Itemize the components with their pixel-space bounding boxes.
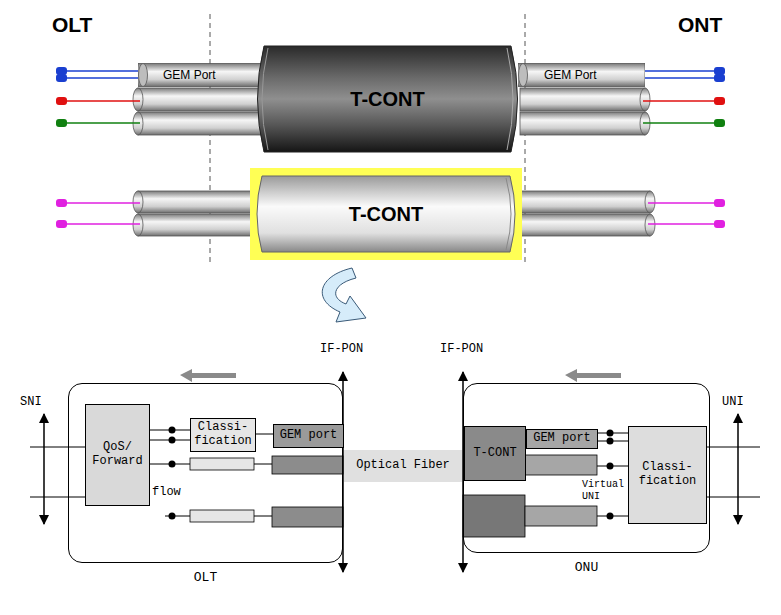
interface-label: IF-PON — [440, 343, 483, 357]
node-label: T-CONT — [473, 447, 516, 461]
optical-fiber-band: Optical Fiber — [344, 450, 462, 482]
pipe-end — [139, 64, 148, 87]
gem-port-pipe: GEM Port — [518, 63, 645, 87]
zoom-arrow — [322, 268, 366, 322]
node-label: GEM port — [533, 432, 591, 446]
classification-box: Classi- fication — [628, 426, 707, 524]
cylinder-rim — [262, 48, 268, 150]
flow-label: flow — [152, 486, 181, 500]
cylinder-rim — [507, 48, 513, 150]
gem-port-box: GEM port — [273, 424, 344, 448]
cylinder-body — [258, 46, 518, 152]
flow-connector — [150, 440, 190, 441]
interface-label: SNI — [20, 396, 42, 410]
node-label: QoS/ Forward — [88, 441, 147, 469]
box-heading: OLT — [69, 571, 342, 586]
node-label: Classi- fication — [631, 461, 704, 489]
box-heading: ONU — [464, 561, 709, 576]
pipe-body — [138, 64, 263, 87]
flow-connector — [598, 433, 628, 434]
onu-box: ONUT-CONTGEM portClassi- fication — [463, 383, 710, 553]
node-label: Classi- fication — [193, 421, 253, 449]
interface-label: IF-PON — [320, 343, 363, 357]
flow-connector — [150, 430, 190, 431]
node-label: GEM Port — [544, 68, 597, 82]
node-label: GEM Port — [163, 68, 216, 82]
classification-box: Classi- fication — [190, 418, 256, 452]
ont-title: ONT — [678, 13, 722, 37]
tcont-cylinder: T-CONT — [250, 168, 522, 260]
highlight — [250, 168, 522, 260]
flow-connector — [256, 434, 273, 435]
pipe-end — [519, 64, 528, 87]
virtual-uni-label: Virtual UNI — [582, 479, 634, 502]
pipe-body — [518, 64, 645, 87]
dashed-boundary — [210, 14, 525, 266]
gem-port-box: GEM port — [526, 429, 598, 449]
cylinder-body — [257, 176, 515, 252]
node-label: T-CONT — [349, 203, 423, 226]
node-label: T-CONT — [350, 88, 424, 111]
node-label: GEM port — [280, 429, 338, 443]
olt-title: OLT — [52, 13, 92, 37]
cylinder-rim — [506, 178, 511, 250]
tcont-box: T-CONT — [464, 426, 526, 481]
node-label: Optical Fiber — [356, 459, 450, 473]
direction-arrows — [180, 369, 621, 382]
flow-boxes — [190, 455, 597, 537]
qos-forward-box: QoS/ Forward — [85, 404, 150, 506]
interface-axes — [44, 372, 738, 572]
olt-box: OLTQoS/ ForwardClassi- ficationGEM port — [68, 383, 343, 563]
interface-label: UNI — [722, 396, 744, 410]
gem-port-pipe: GEM Port — [138, 63, 263, 87]
tcont-cylinder: T-CONT — [250, 45, 525, 153]
